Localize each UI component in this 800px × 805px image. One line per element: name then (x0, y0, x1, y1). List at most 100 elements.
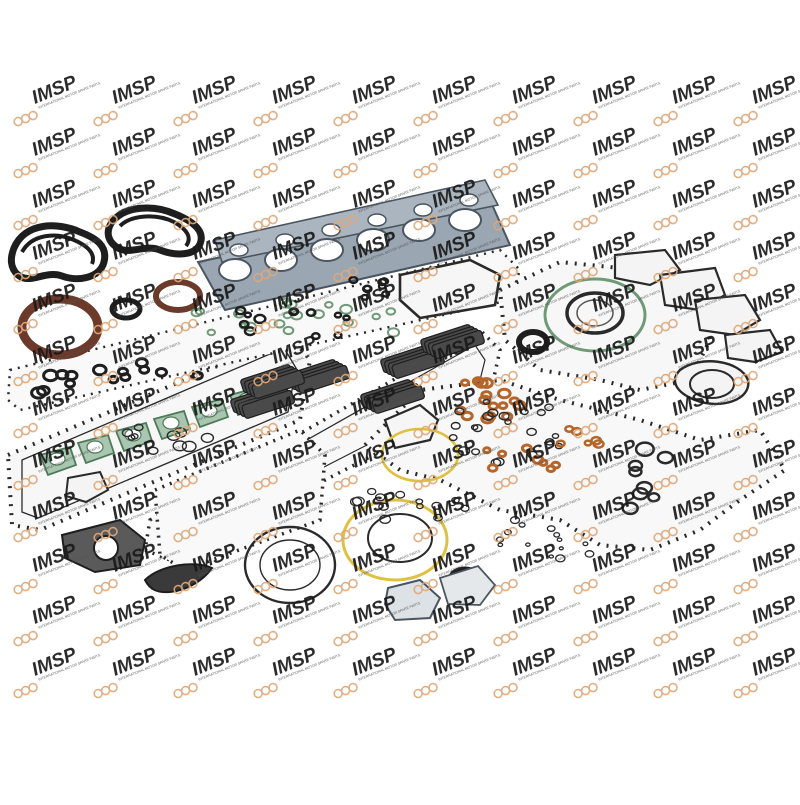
watermark-logo-ring (508, 266, 518, 277)
watermark-logo-ring (108, 422, 118, 433)
watermark-logo-ring (188, 578, 198, 589)
small-seal-ring (450, 421, 461, 430)
small-seal-ring (366, 487, 377, 496)
small-seal-ring (553, 531, 561, 538)
watermark-logo-ring (588, 526, 598, 537)
small-seal-ring (348, 275, 359, 285)
intake-gasket-stack (420, 324, 485, 359)
small-seal-ring (147, 446, 159, 455)
watermark-logo-ring (508, 214, 518, 225)
small-gasket-left-1 (64, 470, 110, 504)
small-seal-ring (487, 463, 499, 473)
dark-ring-center (367, 513, 433, 563)
watermark-logo-ring (748, 682, 758, 693)
small-seal-ring (181, 440, 197, 453)
small-seal-ring (525, 542, 531, 547)
watermark-logo-ring (428, 474, 438, 485)
watermark-logo-ring (28, 318, 38, 329)
watermark-logo-ring (348, 162, 358, 173)
dark-ring-large (565, 291, 625, 335)
watermark-logo-ring (508, 370, 518, 381)
watermark-logo-ring (428, 318, 438, 329)
small-seal-ring (584, 550, 595, 558)
small-seal-ring (504, 419, 512, 426)
watermark-logo-ring (428, 266, 438, 277)
watermark-logo-ring (28, 474, 38, 485)
head-bore-small (367, 213, 387, 227)
watermark-logo-ring (348, 370, 358, 381)
watermark-logo-ring (668, 526, 678, 537)
watermark-logo-ring (428, 578, 438, 589)
watermark-logo-ring (108, 578, 118, 589)
watermark-logo-ring (748, 110, 758, 121)
small-seal-ring (431, 501, 442, 510)
watermark-logo-ring (428, 214, 438, 225)
small-seal-ring (454, 405, 467, 416)
small-seal-ring (305, 308, 317, 318)
watermark-logo-ring (348, 630, 358, 641)
watermark-logo-ring (428, 630, 438, 641)
head-bore-small (321, 223, 341, 237)
small-seal-ring (460, 504, 470, 512)
watermark-logo-ring (668, 110, 678, 121)
watermark-logo-ring (268, 110, 278, 121)
intake-gasket (296, 364, 350, 394)
small-seal-ring (288, 307, 299, 317)
small-seal-ring (544, 403, 554, 412)
watermark-logo-ring (668, 318, 678, 329)
small-seal-ring (470, 424, 479, 431)
watermark-logo-ring (748, 526, 758, 537)
plate-gasket-center (398, 258, 502, 320)
small-seal-ring (647, 492, 661, 503)
small-seal-ring (495, 536, 505, 543)
small-seal-ring (497, 401, 509, 411)
small-seal-ring (191, 370, 204, 381)
watermark-logo-ring (588, 682, 598, 693)
watermark-logo-ring (508, 474, 518, 485)
small-seal-ring (482, 446, 492, 455)
small-seal-ring (360, 293, 370, 301)
top-right-gasket-4 (723, 328, 784, 364)
intake-gasket-stack (240, 364, 305, 399)
rubber-gasket-left-2 (20, 233, 95, 265)
watermark-logo-ring (28, 214, 38, 225)
watermark-logo-ring (188, 474, 198, 485)
small-seal-ring (482, 411, 494, 421)
watermark-logo-ring (268, 214, 278, 225)
small-seal-ring (460, 410, 474, 422)
watermark-logo-ring (188, 370, 198, 381)
exhaust-gasket (38, 445, 78, 477)
small-seal-ring (339, 303, 354, 315)
small-seal-ring (550, 460, 562, 470)
watermark-logo-ring (668, 370, 678, 381)
dark-plates (60, 470, 214, 594)
small-seal-ring (520, 408, 529, 416)
small-seal-ring (386, 327, 401, 338)
small-seal-ring (471, 376, 485, 387)
exhaust-gasket-port (86, 440, 104, 454)
watermark-logo-ring (188, 214, 198, 225)
watermark-logo-ring (268, 526, 278, 537)
watermark-logo-ring (668, 630, 678, 641)
head-bore-small (275, 233, 295, 247)
small-seal-ring (310, 332, 321, 341)
watermark-logo-ring (508, 630, 518, 641)
small-seal-ring (497, 449, 508, 458)
watermark-logo-ring (188, 318, 198, 329)
watermark-logo-ring (188, 682, 198, 693)
small-seal-ring (371, 312, 381, 321)
small-seal-ring (381, 290, 391, 298)
small-seal-ring (351, 496, 365, 507)
watermark-logo-ring (748, 630, 758, 641)
head-bore-small (229, 243, 249, 257)
watermark-logo-ring (508, 422, 518, 433)
watermark-logo-ring (188, 162, 198, 173)
watermark-logo-ring (188, 110, 198, 121)
watermark-logo-ring (588, 474, 598, 485)
watermark-logo-ring (668, 422, 678, 433)
intake-gasket-stacks (230, 324, 485, 419)
small-seal-ring (459, 378, 471, 387)
watermark-logo-ring (508, 578, 518, 589)
watermark-logo-ring (748, 474, 758, 485)
